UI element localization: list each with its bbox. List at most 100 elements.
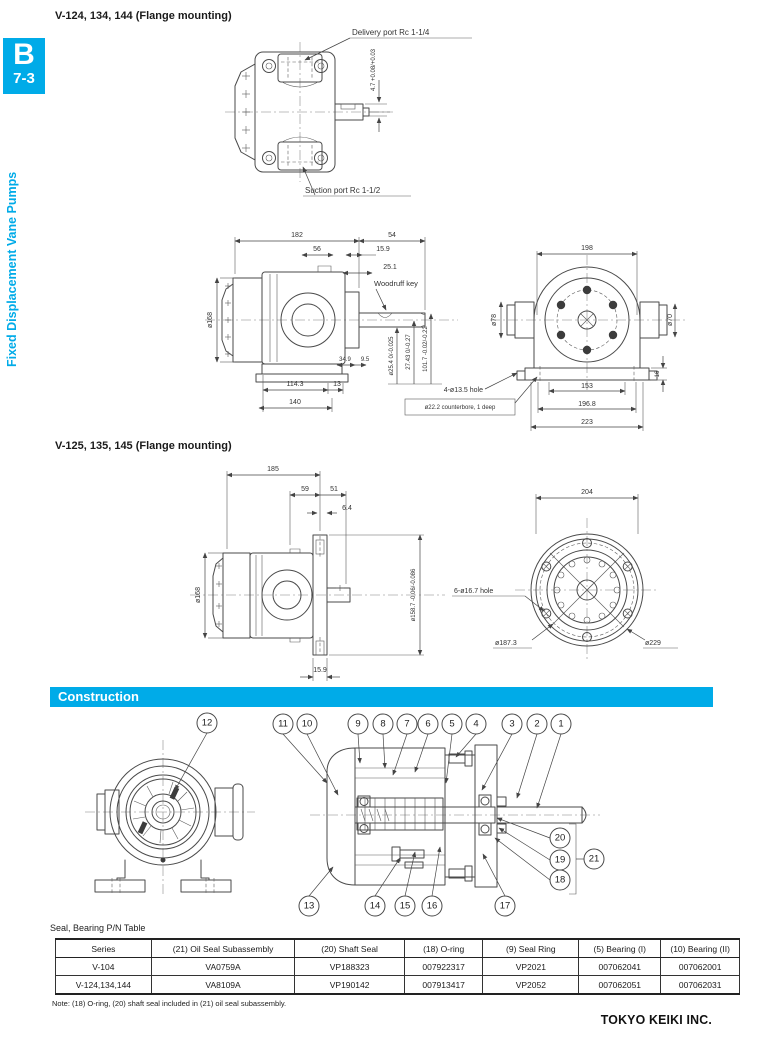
sidebar-vertical-label: Fixed Displacement Vane Pumps <box>5 171 19 367</box>
dim-13: 13 <box>333 381 341 388</box>
callout-13: 13 <box>298 895 320 917</box>
callout-1: 1 <box>550 713 572 735</box>
svg-text:21: 21 <box>589 854 600 865</box>
v125-flange-dimensions: 204 6-ø16.7 hole ø187.3 ø229 <box>452 489 678 649</box>
v125-side-geometry <box>190 534 445 656</box>
svg-text:20: 20 <box>555 833 566 844</box>
dim-27-43: 27.43 0/-0.27 <box>406 334 412 370</box>
svg-text:8: 8 <box>380 719 385 730</box>
dim-59: 59 <box>301 486 309 493</box>
construction-banner-title: Construction <box>58 689 139 704</box>
svg-text:3: 3 <box>509 719 514 730</box>
svg-text:2: 2 <box>534 719 539 730</box>
cell-series: V-124,134,144 <box>55 975 152 995</box>
inner-bolt-ring <box>553 556 621 624</box>
woodruff-key-label: Woodruff key <box>374 279 418 288</box>
callout-bubbles: 12 11 10 9 8 7 6 5 4 3 2 1 13 14 15 16 1… <box>196 712 605 917</box>
delivery-port-label: Delivery port Rc 1-1/4 <box>352 28 430 37</box>
callout-3: 3 <box>501 713 523 735</box>
construction-section-view <box>310 744 600 888</box>
cover-bolts <box>225 283 231 357</box>
dim-16: 16 <box>655 370 661 377</box>
shaft-spline-ticks <box>360 808 390 822</box>
dim-196-8: 196.8 <box>578 401 596 408</box>
dim-dia158-7: ø158.7 -0.06/-0.086 <box>411 568 417 621</box>
v125-side-dimensions: 185 59 51 6.4 ø168 ø158.7 -0.06/-0.086 1… <box>195 466 424 681</box>
col-bearing-2: (10) Bearing (II) <box>660 938 740 958</box>
svg-text:17: 17 <box>500 901 511 912</box>
bolt-hole-note: 4-ø13.5 hole <box>444 387 483 394</box>
cover-bolt-ticks <box>242 72 250 152</box>
col-oil-seal: (21) Oil Seal Subassembly <box>150 938 296 958</box>
col-series: Series <box>55 938 152 958</box>
section1-title: V-124, 134, 144 (Flange mounting) <box>55 10 232 22</box>
counterbore-note: ø22.2 counterbore, 1 deep <box>425 405 496 411</box>
top-view-geometry <box>225 42 393 182</box>
callout-14: 14 <box>364 895 386 917</box>
callout-10: 10 <box>296 713 318 735</box>
dim-54: 54 <box>388 232 396 239</box>
pump125-side-view-drawing: 185 59 51 6.4 ø168 ø158.7 -0.06/-0.086 1… <box>190 466 445 681</box>
svg-text:19: 19 <box>555 855 566 866</box>
dim-dia168-v125: ø168 <box>195 587 202 603</box>
cell-seal-ring: VP2052 <box>482 975 580 995</box>
dim-dia25-4: ø25.4 0/-0.025 <box>389 336 395 376</box>
cell-shaft-seal: VP190142 <box>294 975 405 995</box>
construction-banner: Construction <box>50 687 713 707</box>
parts-table: Series (21) Oil Seal Subassembly (20) Sh… <box>55 938 740 995</box>
dim-153: 153 <box>581 383 593 390</box>
callout-8: 8 <box>372 713 394 735</box>
dim-dia78: ø78 <box>491 314 498 326</box>
cell-bearing-2: 007062001 <box>660 957 740 976</box>
corner-bolts <box>262 59 328 165</box>
dim-185: 185 <box>267 466 279 473</box>
dim-dia70: ø70 <box>667 314 674 326</box>
hole-note-v125: 6-ø16.7 hole <box>454 588 493 595</box>
cell-o-ring: 007922317 <box>403 957 484 976</box>
svg-text:12: 12 <box>202 718 213 729</box>
table-row: V-104 VA0759A VP188323 007922317 VP2021 … <box>55 957 740 976</box>
mounting-bolts <box>556 285 618 355</box>
svg-text:5: 5 <box>449 719 454 730</box>
cell-series: V-104 <box>55 957 152 976</box>
delivery-port-boss <box>277 53 323 88</box>
side-view-dimensions: 182 54 56 15.9 25.1 Woodruff key ø168 34… <box>207 232 442 412</box>
callout-17: 17 <box>494 895 516 917</box>
svg-text:14: 14 <box>370 901 381 912</box>
section-tab-code: 7-3 <box>13 70 35 87</box>
v125-flange-geometry <box>515 518 659 662</box>
callout-4: 4 <box>465 713 487 735</box>
callout-5: 5 <box>441 713 463 735</box>
dim-198: 198 <box>581 245 593 252</box>
svg-text:4: 4 <box>473 719 478 730</box>
callout-7: 7 <box>396 713 418 735</box>
dim-6-4: 6.4 <box>342 505 352 512</box>
dim-51: 51 <box>330 486 338 493</box>
dim-182: 182 <box>291 232 303 239</box>
vane-slots <box>132 781 195 844</box>
flange-bolt-holes <box>541 538 633 642</box>
col-shaft-seal: (20) Shaft Seal <box>294 938 405 958</box>
callout-20: 20 <box>549 827 571 849</box>
dim-dia168: ø168 <box>207 312 214 328</box>
col-bearing-1: (5) Bearing (I) <box>578 938 662 958</box>
callout-9: 9 <box>347 713 369 735</box>
callout-6: 6 <box>417 713 439 735</box>
rear-view-dimensions: 198 ø78 ø70 16 153 196.8 223 4-ø13.5 hol… <box>404 245 678 431</box>
section2-title: V-125, 135, 145 (Flange mounting) <box>55 440 232 452</box>
cell-bearing-1: 007062051 <box>578 975 662 995</box>
svg-text:13: 13 <box>304 901 315 912</box>
dim-15-9: 15.9 <box>376 246 390 253</box>
parts-table-header-row: Series (21) Oil Seal Subassembly (20) Sh… <box>55 938 740 958</box>
side-view-geometry <box>205 265 458 383</box>
svg-text:6: 6 <box>425 719 430 730</box>
pump-side-view-drawing: 182 54 56 15.9 25.1 Woodruff key ø168 34… <box>205 232 458 412</box>
pump-rear-view-drawing: 198 ø78 ø70 16 153 196.8 223 4-ø13.5 hol… <box>404 245 685 431</box>
callout-16: 16 <box>421 895 443 917</box>
callout-leaders <box>174 732 584 897</box>
dim-204: 204 <box>581 489 593 496</box>
top-view-dimensions: 4.7 +0.08/+0.03 Delivery port Rc 1-1/4 S… <box>302 28 472 197</box>
svg-text:15: 15 <box>400 901 411 912</box>
cell-oil-seal: VA0759A <box>150 957 296 976</box>
dim-140: 140 <box>289 399 301 406</box>
